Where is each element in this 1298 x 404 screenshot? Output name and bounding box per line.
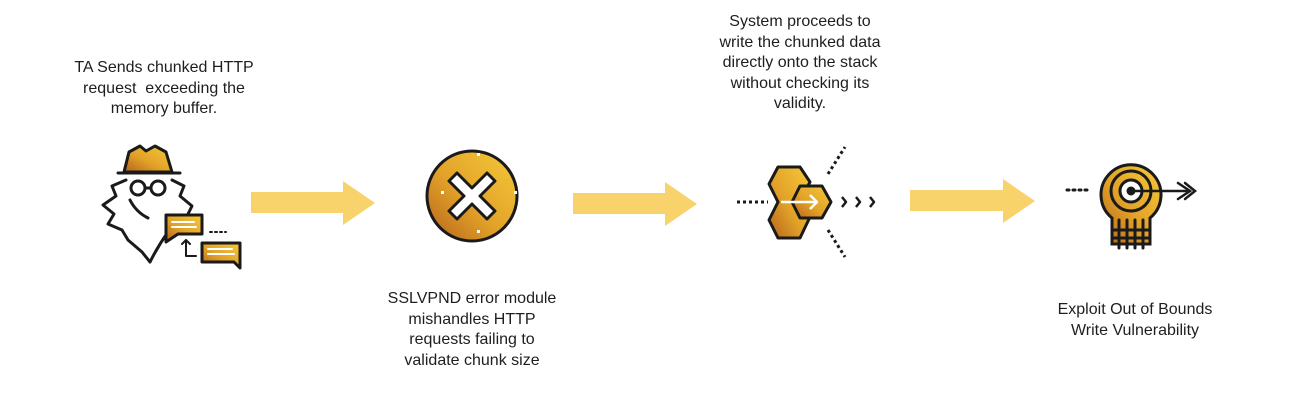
caption-line: Exploit Out of Bounds bbox=[1057, 301, 1213, 318]
hexagon-data-write-icon bbox=[737, 146, 876, 258]
caption-line: without checking its bbox=[730, 74, 870, 92]
caption-line: Write Vulnerability bbox=[1070, 321, 1200, 339]
caption-line: System proceeds to bbox=[729, 13, 871, 30]
caption-line: request exceeding the bbox=[83, 79, 245, 97]
arrow-right-3 bbox=[910, 179, 1035, 223]
caption-line: mishandles HTTP bbox=[408, 310, 536, 328]
caption-line: requests failing to bbox=[409, 331, 535, 348]
arrow-right-1 bbox=[251, 181, 375, 225]
target-exploit-icon bbox=[1065, 163, 1198, 250]
caption-line: validate chunk size bbox=[404, 351, 540, 369]
step-2-caption: SSLVPND error module mishandles HTTP req… bbox=[362, 289, 582, 371]
error-x-icon bbox=[425, 149, 519, 243]
hacker-icon bbox=[101, 144, 242, 270]
caption-line: SSLVPND error module bbox=[387, 290, 557, 307]
step-4-caption: Exploit Out of Bounds Write Vulnerabilit… bbox=[1025, 300, 1245, 341]
step-1-caption: TA Sends chunked HTTP request exceeding … bbox=[54, 58, 274, 120]
caption-line: validity. bbox=[773, 95, 827, 112]
step-3-caption: System proceeds to write the chunked dat… bbox=[690, 12, 910, 115]
arrow-right-2 bbox=[573, 182, 697, 226]
caption-line: memory buffer. bbox=[110, 100, 218, 117]
caption-line: directly onto the stack bbox=[722, 54, 878, 71]
caption-line: TA Sends chunked HTTP bbox=[74, 59, 254, 76]
caption-line: write the chunked data bbox=[719, 33, 881, 51]
